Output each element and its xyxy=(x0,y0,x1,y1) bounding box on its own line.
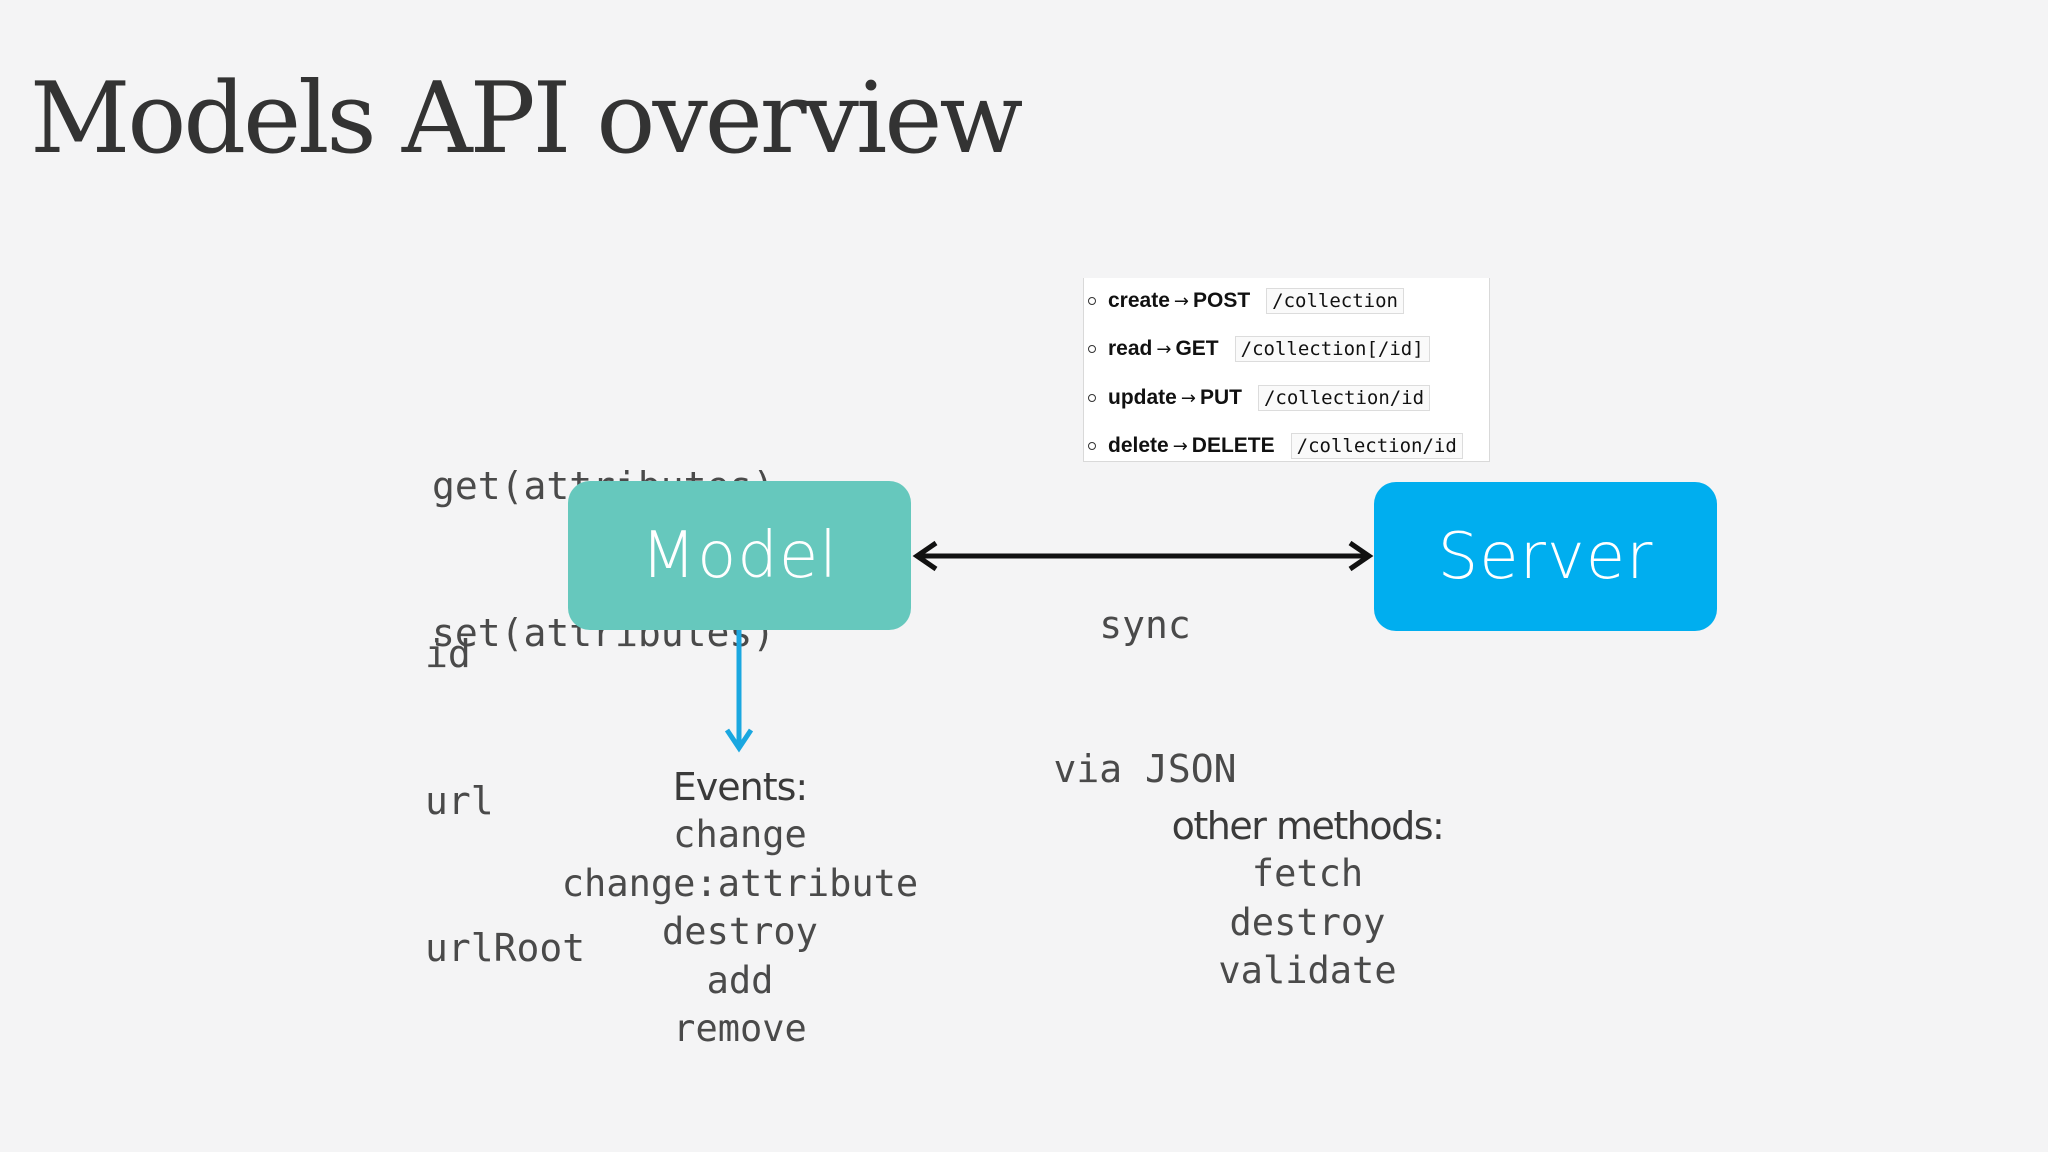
property-id: id xyxy=(425,632,471,676)
events-heading: Events: xyxy=(672,765,808,809)
crud-mapping-panel: create → POST /collection read → GET /co… xyxy=(1083,278,1490,462)
crud-op: delete xyxy=(1108,434,1169,457)
crud-verb: POST xyxy=(1192,289,1251,312)
sync-label-line1: sync xyxy=(1099,603,1191,647)
crud-verb: PUT xyxy=(1199,386,1242,409)
bullet-icon xyxy=(1088,345,1096,353)
crud-op: create xyxy=(1108,289,1170,312)
property-urlroot: urlRoot xyxy=(425,926,586,970)
crud-path: /collection xyxy=(1266,288,1405,314)
slide-title: Models API overview xyxy=(30,62,1023,176)
event-item: destroy xyxy=(662,910,818,953)
crud-row-update: update → PUT /collection/id xyxy=(1084,383,1431,413)
event-item: change xyxy=(673,813,807,856)
crud-verb: GET xyxy=(1175,337,1219,360)
crud-row-read: read → GET /collection[/id] xyxy=(1084,334,1430,364)
event-item: remove xyxy=(673,1007,807,1050)
other-methods-heading: other methods: xyxy=(1171,804,1445,848)
crud-path: /collection[/id] xyxy=(1234,336,1430,362)
event-item: change:attribute xyxy=(561,861,919,905)
sync-arrow xyxy=(912,540,1374,572)
server-box-label: Server xyxy=(1437,519,1654,594)
sync-label-line2: via JSON xyxy=(1053,747,1237,791)
right-arrow-icon: → xyxy=(1156,338,1172,360)
server-box: Server xyxy=(1374,482,1717,631)
model-properties: id url urlRoot xyxy=(425,532,585,1022)
crud-op: update xyxy=(1108,386,1177,409)
right-arrow-icon: → xyxy=(1172,435,1188,457)
other-methods-list: other methods: fetch destroy validate xyxy=(1135,802,1480,996)
events-arrow xyxy=(724,630,754,753)
bullet-icon xyxy=(1088,394,1096,402)
property-url: url xyxy=(425,779,494,823)
model-box: Model xyxy=(568,481,911,630)
right-arrow-icon: → xyxy=(1173,290,1189,312)
crud-path: /collection/id xyxy=(1257,385,1431,411)
bullet-icon xyxy=(1088,442,1096,450)
event-item: add xyxy=(706,958,774,1002)
right-arrow-icon: → xyxy=(1180,387,1196,409)
crud-row-create: create → POST /collection xyxy=(1084,286,1405,316)
other-method-item: validate xyxy=(1218,949,1397,992)
sync-label: sync via JSON xyxy=(1000,505,1290,841)
crud-row-delete: delete → DELETE /collection/id xyxy=(1084,431,1463,461)
bullet-icon xyxy=(1088,297,1096,305)
other-method-item: fetch xyxy=(1251,852,1364,895)
other-method-item: destroy xyxy=(1229,900,1386,944)
crud-op: read xyxy=(1108,337,1153,360)
model-box-label: Model xyxy=(640,518,839,593)
events-list: Events: change change:attribute destroy … xyxy=(540,763,940,1054)
crud-verb: DELETE xyxy=(1191,434,1275,457)
crud-path: /collection/id xyxy=(1290,433,1463,459)
